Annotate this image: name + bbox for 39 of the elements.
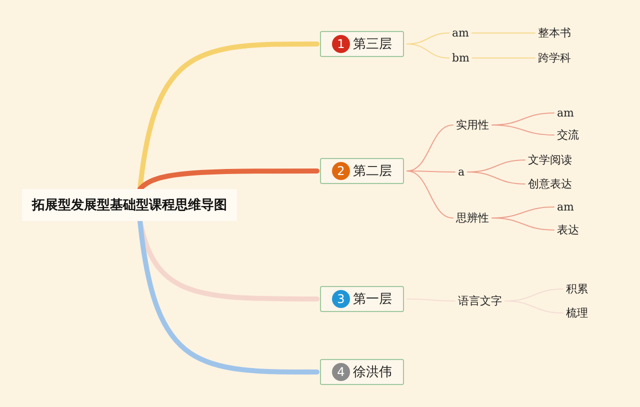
subtopic-label: am — [557, 200, 574, 214]
subtopic-label: 实用性 — [456, 118, 489, 132]
branch-line — [406, 170, 454, 218]
topic-box — [320, 31, 404, 57]
branch-line — [492, 218, 554, 230]
topic-box — [320, 286, 404, 312]
subtopic-label: 语言文字 — [458, 294, 502, 308]
branch-line — [406, 124, 454, 172]
number-badge: 4 — [332, 363, 350, 381]
subtopic-label: 文学阅读 — [528, 152, 572, 168]
number-badge: 2 — [332, 162, 350, 180]
subtopic-label: 跨学科 — [538, 50, 571, 66]
central-topic: 拓展型发展型基础型课程思维导图 — [22, 189, 237, 221]
subtopic-label: 整本书 — [538, 26, 571, 40]
subtopic-label: 表达 — [557, 222, 579, 238]
branch-line — [406, 170, 456, 172]
branch-line — [138, 168, 320, 192]
topic-label: 徐洪伟 — [353, 364, 392, 381]
branch-line — [472, 32, 536, 34]
topic-label: 第一层 — [353, 291, 392, 308]
subtopic-label: 交流 — [557, 128, 579, 142]
subtopic-label: 积累 — [566, 282, 588, 296]
subtopic-label: am — [557, 106, 574, 120]
number-badge: 1 — [332, 35, 350, 53]
subtopic-label: am — [452, 26, 469, 40]
subtopic-label: bm — [452, 52, 470, 64]
number-badge: 3 — [332, 290, 350, 308]
subtopic-label: 思辨性 — [456, 210, 489, 226]
branch-line — [467, 172, 526, 184]
branch-line — [138, 218, 320, 374]
subtopic-label: a — [458, 166, 465, 178]
subtopic-label: 梳理 — [566, 306, 588, 320]
branch-line — [492, 124, 554, 136]
topic-label: 第三层 — [353, 36, 392, 53]
subtopic-label: 创意表达 — [528, 176, 572, 192]
topic-label: 第二层 — [353, 163, 392, 180]
branch-line — [406, 44, 450, 58]
topic-box — [320, 158, 404, 184]
topic-box — [320, 359, 404, 385]
